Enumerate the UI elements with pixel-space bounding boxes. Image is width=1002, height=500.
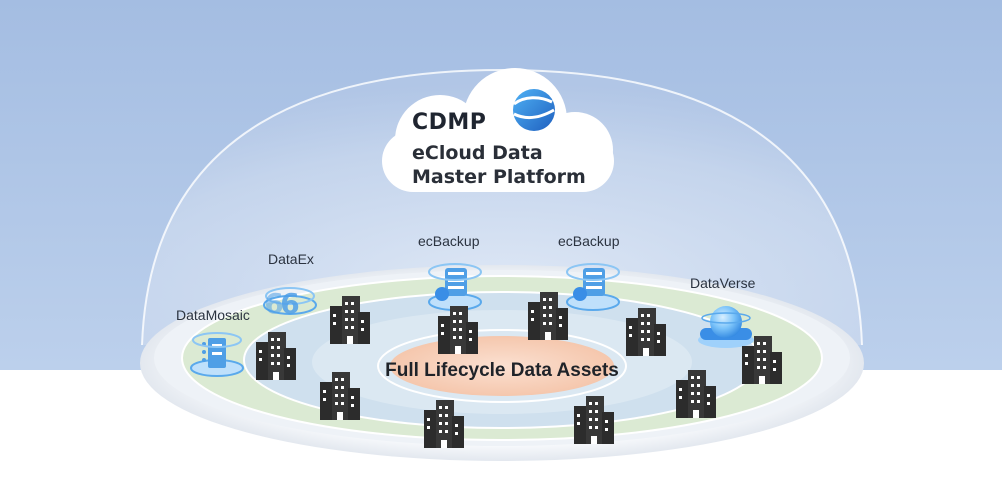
tool-label-dataverse: DataVerse	[690, 275, 756, 291]
tool-label-ecbackup-2: ecBackup	[558, 233, 620, 249]
tool-label-dataex: DataEx	[268, 251, 314, 267]
platform-cloud	[382, 68, 614, 192]
tool-label-datamosaic: DataMosaic	[176, 307, 250, 323]
globe-logo-icon	[513, 89, 555, 131]
orb-icon	[698, 306, 754, 348]
database-cloud-icon	[428, 263, 482, 311]
center-label: Full Lifecycle Data Assets	[385, 360, 619, 381]
dome	[142, 70, 862, 345]
database-cloud-icon	[566, 263, 620, 311]
platform-subtitle-line2: Master Platform	[412, 166, 586, 188]
svg-text:6: 6	[280, 287, 299, 320]
tool-label-ecbackup-1: ecBackup	[418, 233, 480, 249]
platform-subtitle-line1: eCloud Data	[412, 142, 543, 164]
mosaic-icon	[190, 332, 244, 377]
platform-name: CDMP	[412, 110, 487, 135]
svg-text:6: 6	[264, 287, 283, 320]
data-exchange-icon: 6 6	[263, 287, 317, 320]
